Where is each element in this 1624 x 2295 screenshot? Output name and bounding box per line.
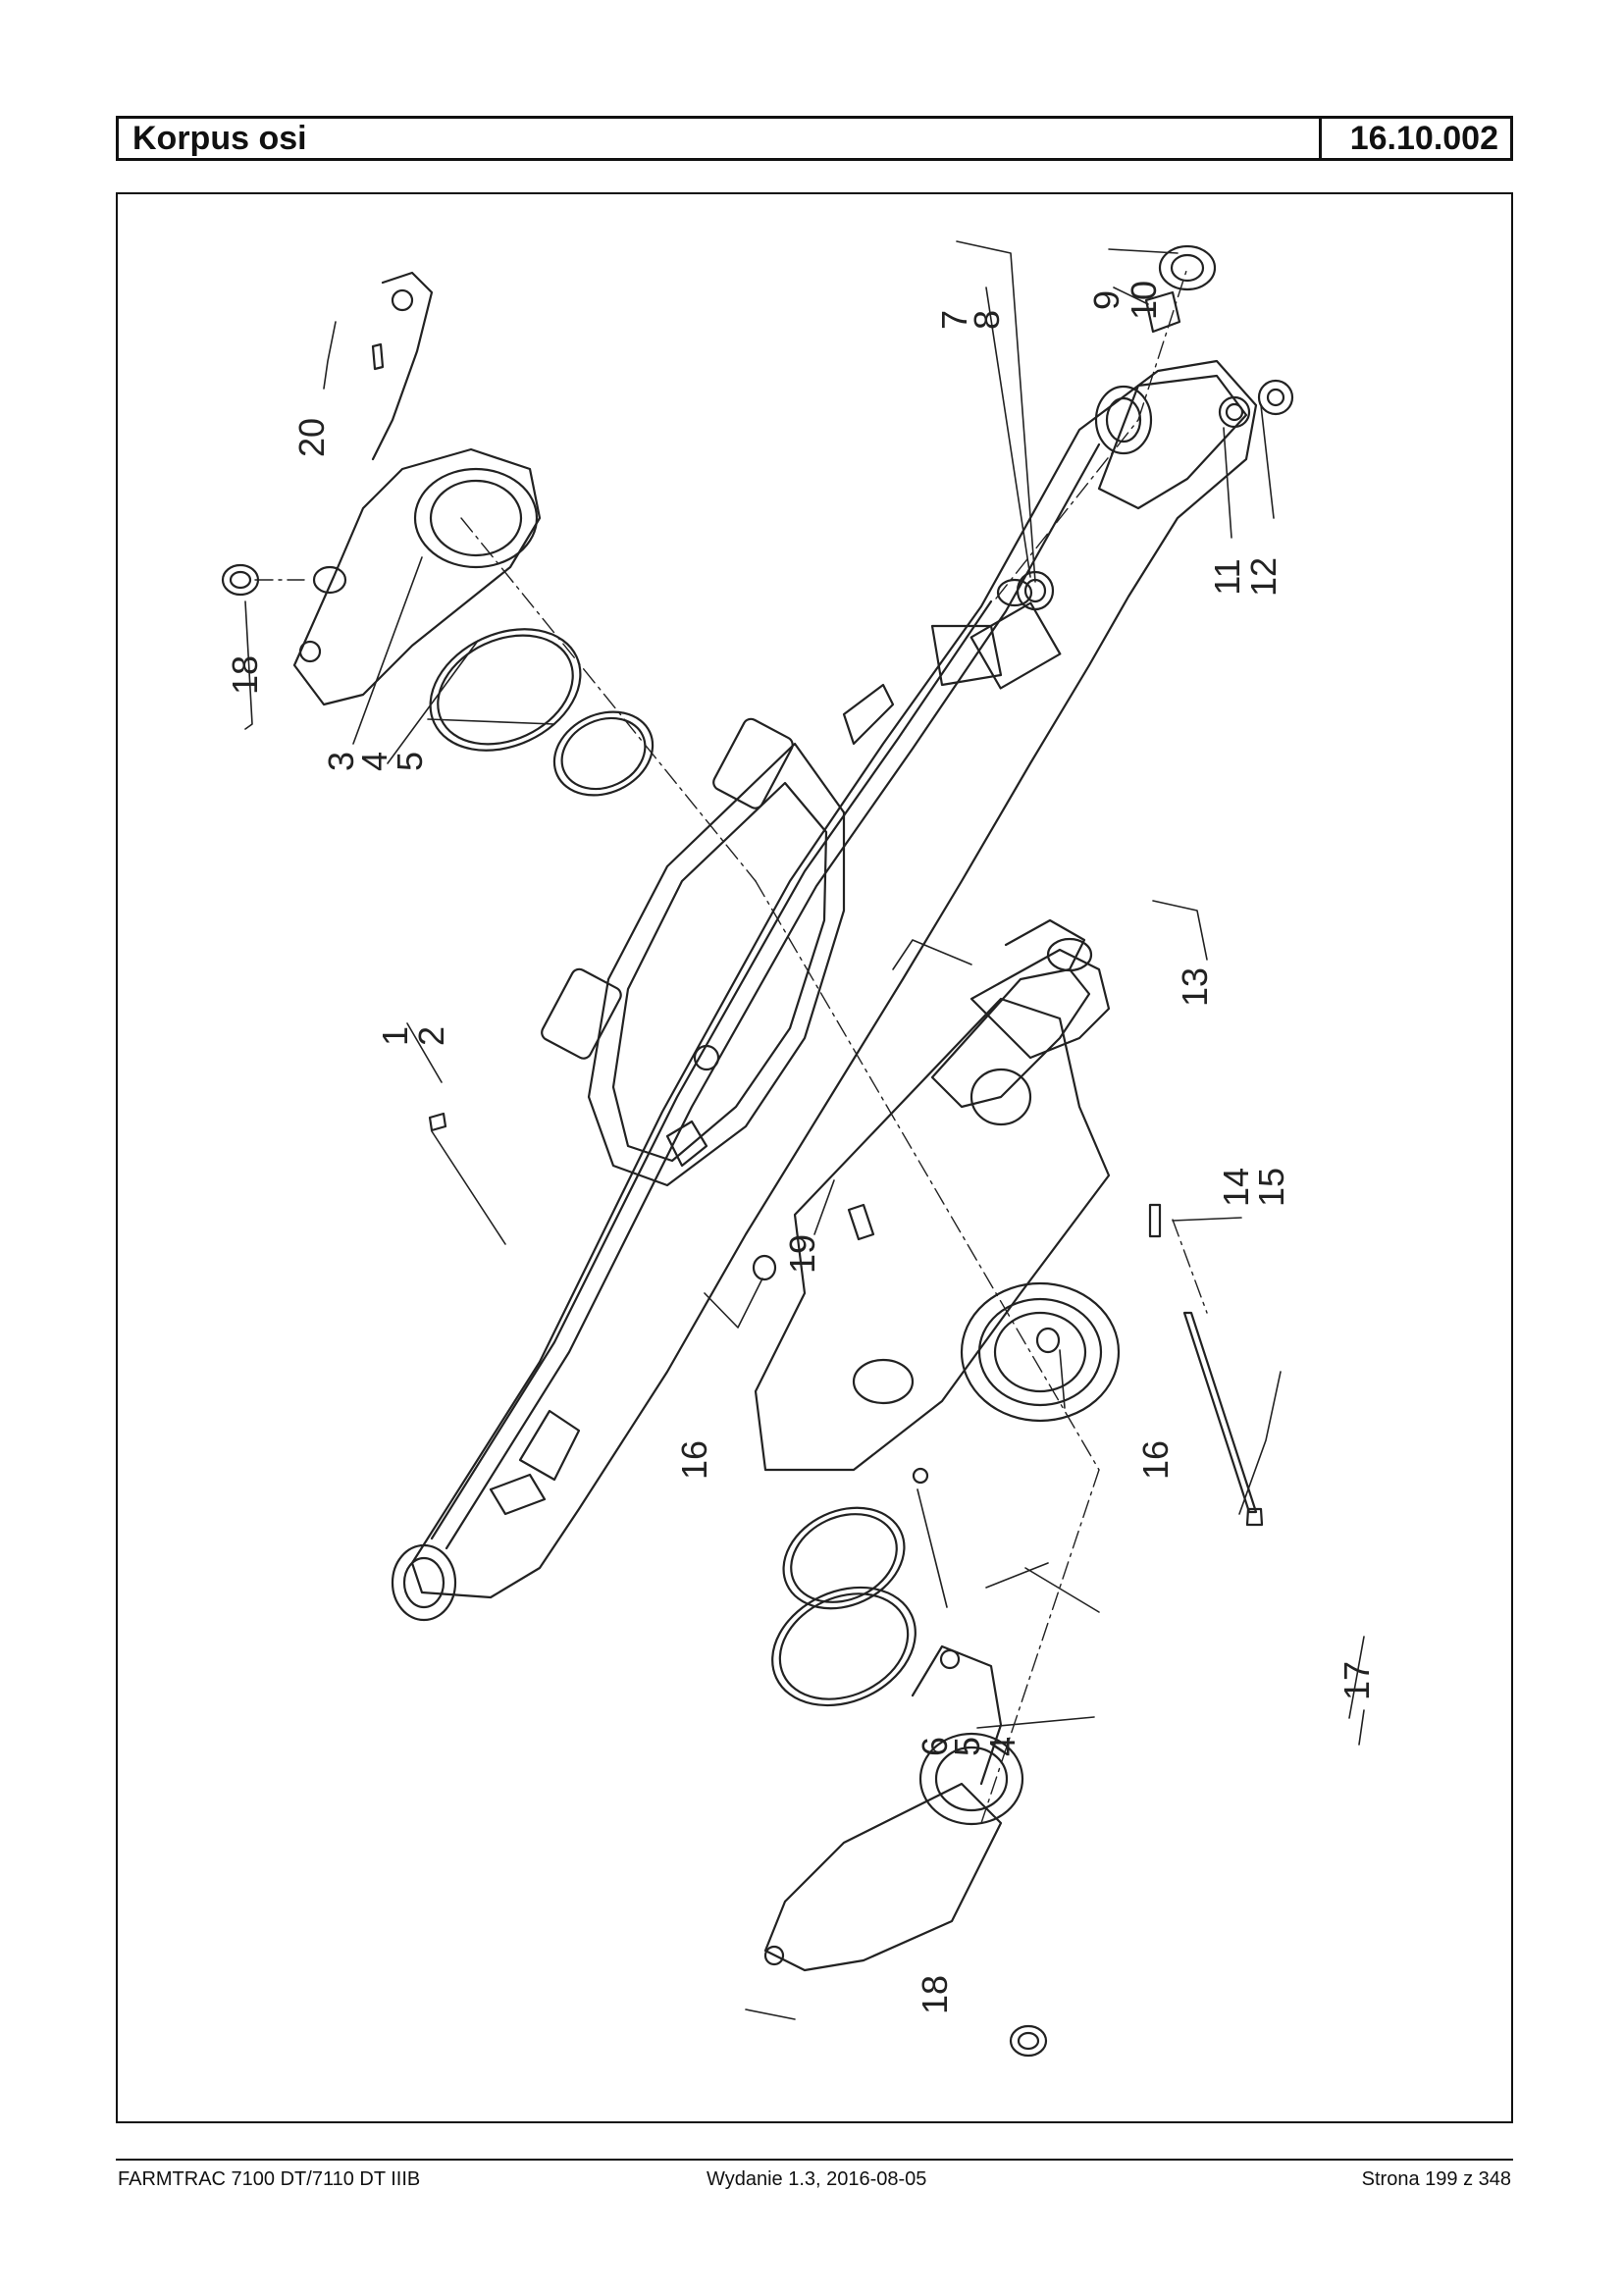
callout-12: 12	[1243, 557, 1283, 597]
callout-13: 13	[1175, 967, 1215, 1007]
callout-2: 2	[411, 1026, 451, 1046]
footer-rule	[116, 2159, 1513, 2161]
callout-5-bottom: 5	[947, 1737, 987, 1756]
plug-16-left	[752, 1254, 777, 1281]
callout-3-top: 3	[321, 752, 361, 771]
callout-10: 10	[1124, 281, 1164, 320]
callout-16-right: 16	[1135, 1440, 1176, 1480]
knuckle-top	[292, 271, 542, 706]
plug-16-right	[1035, 1327, 1061, 1354]
axle-exploded-drawing: 1 2 3 4 5 6 5 4 7 8 9 10 11 12 13 14 15 …	[221, 240, 1377, 2058]
callout-18-bottom: 18	[915, 1975, 955, 2014]
footer-page-number: Strona 199 z 348	[1361, 2168, 1511, 2190]
callout-4-bottom: 4	[982, 1737, 1022, 1756]
callout-11: 11	[1207, 558, 1247, 595]
callout-15: 15	[1251, 1168, 1291, 1207]
footer-model: FARMTRAC 7100 DT/7110 DT IIIB	[118, 2168, 421, 2190]
axle-housing	[391, 359, 1258, 1622]
callout-20: 20	[291, 418, 332, 457]
callout-19: 19	[782, 1234, 822, 1274]
header-bar: Korpus osi 16.10.002	[116, 116, 1513, 161]
callout-14: 14	[1216, 1168, 1256, 1207]
bushing-18-top	[221, 563, 260, 597]
differential-housing	[754, 918, 1121, 1472]
footer-edition: Wydanie 1.3, 2016-08-05	[707, 2168, 927, 2190]
diagram-frame: 1 2 3 4 5 6 5 4 7 8 9 10 11 12 13 14 15 …	[116, 192, 1513, 2123]
callout-18-top: 18	[225, 655, 265, 695]
knuckle-bottom	[763, 1644, 1024, 1972]
callout-17: 17	[1336, 1661, 1377, 1700]
fitting-2	[428, 1112, 447, 1132]
callout-16-left: 16	[674, 1440, 714, 1480]
bushing-9	[1158, 244, 1217, 291]
callout-7: 7	[934, 310, 974, 330]
bushing-10	[1144, 290, 1181, 334]
callout-8: 8	[967, 310, 1007, 330]
washer-12	[1257, 379, 1294, 416]
callout-5-top: 5	[390, 752, 430, 771]
callout-labels: 1 2 3 4 5 6 5 4 7 8 9 10 11 12 13 14 15 …	[225, 281, 1377, 2014]
bushing-18-bottom	[1009, 2024, 1048, 2058]
ring-11	[1218, 395, 1251, 429]
callout-1: 1	[375, 1026, 415, 1046]
bolt-14	[1148, 1203, 1162, 1238]
fitting-20	[371, 342, 385, 371]
dowel-19	[847, 1203, 875, 1241]
pin-6	[912, 1467, 929, 1485]
bolt-15	[1182, 1311, 1258, 1514]
callout-6: 6	[915, 1737, 955, 1756]
washer-7	[996, 578, 1033, 607]
callout-4-top: 4	[354, 752, 394, 771]
section-code: 16.10.002	[1349, 120, 1498, 157]
callout-9: 9	[1086, 290, 1126, 310]
page-title: Korpus osi	[119, 119, 1322, 158]
